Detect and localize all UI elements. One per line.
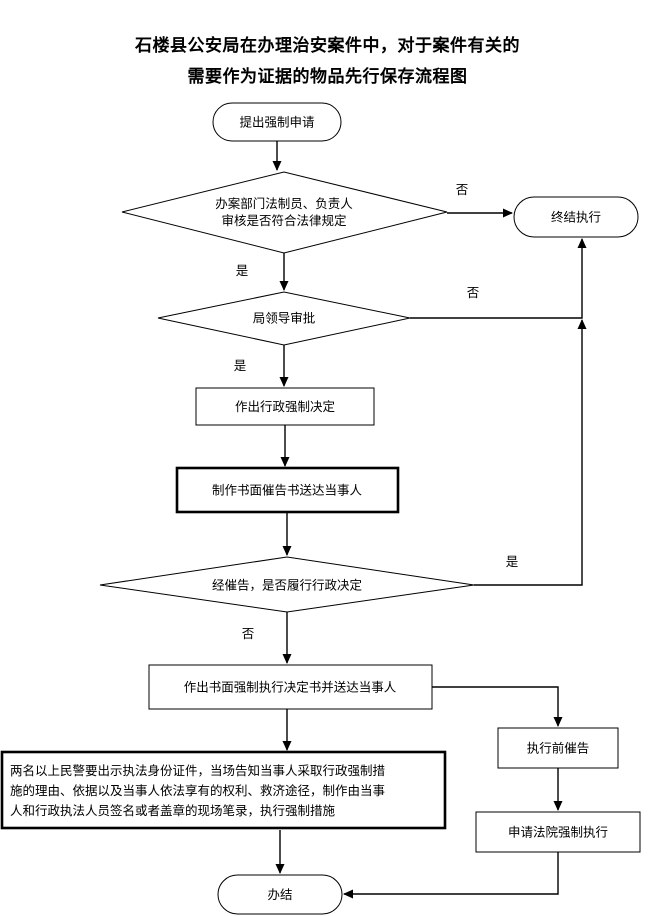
edge-court-end [343, 852, 559, 899]
node-terminate-label: 终结执行 [551, 210, 601, 225]
edge-label-comply-yes: 是 [506, 554, 519, 569]
node-police-label-line1: 两名以上民警要出示执法身份证件，当场告知当事人采取行政强制措 [10, 763, 385, 778]
diagram-title-line1: 石楼县公安局在办理治安案件中，对于案件有关的 [135, 36, 520, 56]
node-leader-decision: 局领导审批 [157, 291, 411, 346]
node-notice: 制作书面催告书送达当事人 [175, 466, 400, 514]
node-admin-decision: 作出行政强制决定 [195, 387, 375, 426]
node-terminate: 终结执行 [513, 196, 639, 238]
node-start-label: 提出强制申请 [239, 115, 314, 130]
node-pre-notice-label: 执行前催告 [527, 741, 590, 756]
edge-label-comply-no: 否 [242, 626, 255, 641]
node-written-decision-label: 作出书面强制执行决定书并送达当事人 [184, 680, 397, 695]
diagram-title-line2: 需要作为证据的物品先行保存流程图 [187, 67, 468, 87]
edge-written-prenotice [432, 686, 563, 727]
edge-label-review-no: 否 [456, 182, 469, 197]
edge-label-leader-yes: 是 [234, 358, 247, 373]
node-comply-label: 经催告，是否履行行政决定 [212, 578, 362, 593]
node-admin-decision-label: 作出行政强制决定 [235, 399, 335, 414]
node-comply-decision: 经催告，是否履行行政决定 [99, 556, 475, 613]
node-written-decision: 作出书面强制执行决定书并送达当事人 [148, 664, 433, 710]
node-end-label: 办结 [267, 887, 292, 902]
node-start: 提出强制申请 [212, 102, 342, 142]
node-review-label-line1: 办案部门法制员、负责人 [215, 196, 353, 211]
node-police-measures: 两名以上民警要出示执法身份证件，当场告知当事人采取行政强制措 施的理由、依据以及… [0, 750, 447, 830]
edge-label-review-yes: 是 [236, 263, 249, 278]
node-leader-label: 局领导审批 [253, 311, 316, 326]
node-notice-label: 制作书面催告书送达当事人 [212, 483, 363, 498]
node-court-label: 申请法院强制执行 [508, 825, 608, 840]
node-review-label-line2: 审核是否符合法律规定 [221, 213, 346, 228]
edge-comply-terminate [474, 319, 587, 586]
edge-leader-terminate [410, 238, 587, 319]
edge-label-leader-no: 否 [467, 285, 480, 300]
node-court: 申请法院强制执行 [475, 811, 641, 853]
node-police-label-line2: 施的理由、依据以及当事人依法享有的权利、救济途径，制作由当事 [10, 783, 385, 798]
node-end: 办结 [217, 874, 343, 915]
node-police-label-line3: 人和行政执法人员签名或者盖章的现场笔录，执行强制措施 [10, 803, 336, 818]
node-pre-notice: 执行前催告 [497, 727, 619, 769]
node-review-decision: 办案部门法制员、负责人 审核是否符合法律规定 [121, 171, 448, 254]
